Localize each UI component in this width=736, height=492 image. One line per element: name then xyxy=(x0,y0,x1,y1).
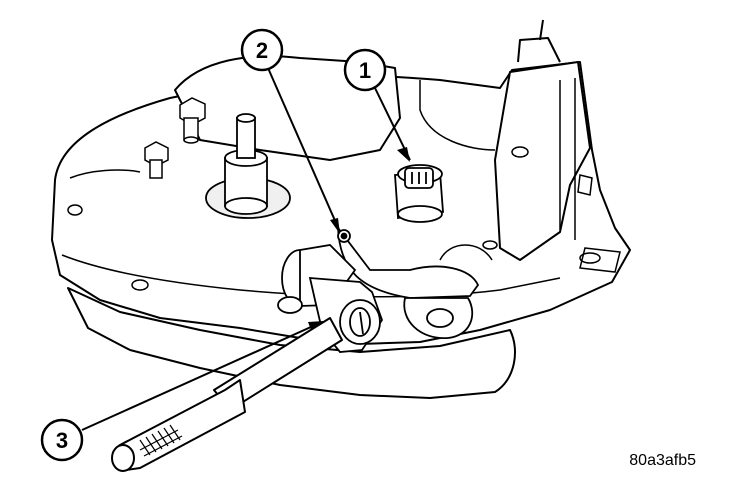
callout-1-label: 1 xyxy=(359,58,371,83)
handle-knurling xyxy=(139,424,183,457)
bolt-holes xyxy=(67,146,529,291)
figure-id: 80a3afb5 xyxy=(629,452,696,469)
mounting-studs xyxy=(144,97,206,179)
ratchet-handle xyxy=(111,317,343,472)
shift-shaft xyxy=(205,113,291,219)
selector-lever-housing xyxy=(336,225,480,339)
electrical-connector xyxy=(394,164,444,223)
sensor-and-socket xyxy=(277,244,383,353)
callout-1: 1 xyxy=(343,48,387,92)
callout-3: 3 xyxy=(40,418,84,462)
callout-2: 2 xyxy=(240,28,284,72)
callout-2-label: 2 xyxy=(256,38,268,63)
leader-arrowheads xyxy=(308,147,410,330)
callout-3-label: 3 xyxy=(56,428,68,453)
